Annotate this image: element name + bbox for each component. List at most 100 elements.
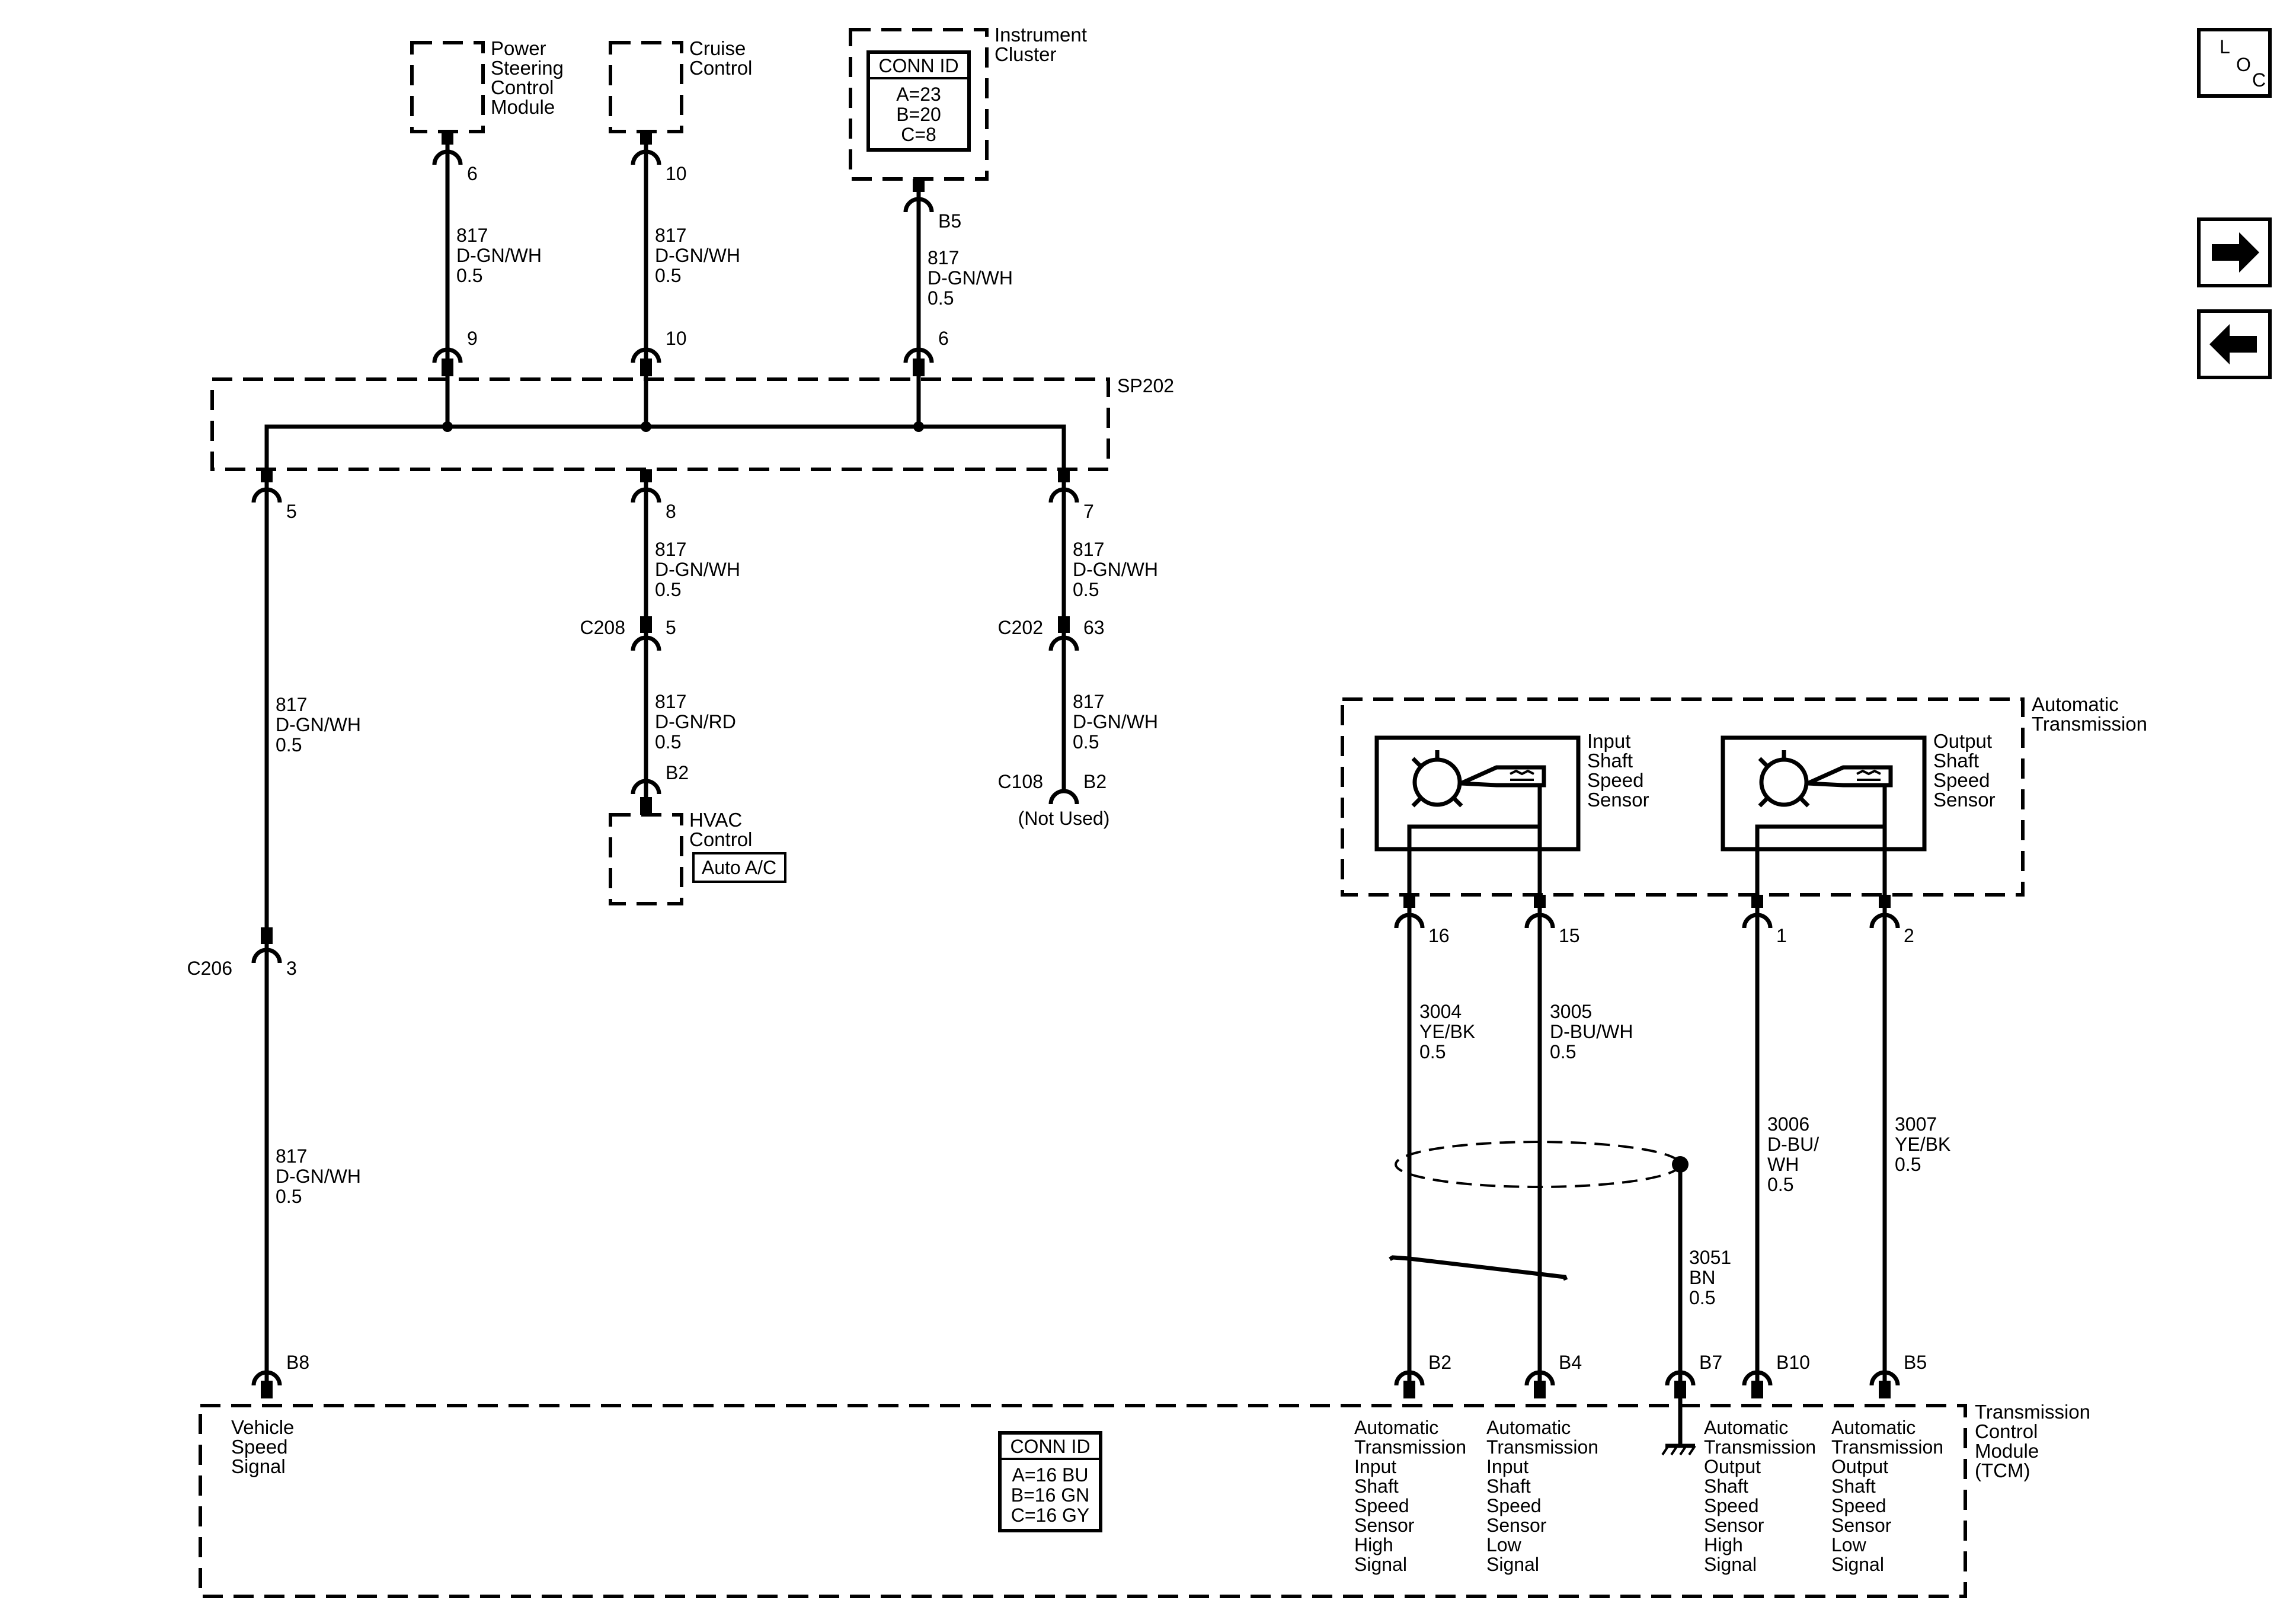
power-steering-label-2: Steering	[491, 57, 564, 79]
tcm-box	[199, 1404, 1967, 1598]
connector-cluster-bottom	[903, 347, 934, 376]
tcm-func-input-low: Automatic Transmission Input Shaft Speed…	[1486, 1417, 1598, 1575]
connector-ps-top	[432, 132, 463, 165]
wire-3005-color: D-BU/WH	[1550, 1021, 1633, 1042]
previous-page-button[interactable]	[2197, 309, 2272, 379]
hvac-control-box	[609, 813, 683, 905]
svg-text:Low: Low	[1831, 1534, 1867, 1555]
c108-name: C108	[998, 771, 1044, 792]
wire-3007-circuit: 3007	[1895, 1113, 1937, 1135]
tcm-conn-id-box	[998, 1431, 1102, 1532]
pin-tcm-b7: B7	[1699, 1352, 1722, 1373]
input-sensor-label-3: Speed	[1587, 769, 1643, 791]
connector-c208	[631, 616, 661, 651]
input-sensor-label-4: Sensor	[1587, 789, 1649, 811]
svg-text:Signal: Signal	[1831, 1554, 1884, 1575]
svg-text:Sensor: Sensor	[1704, 1515, 1764, 1536]
cluster-conn-id-b: B=20	[896, 104, 941, 125]
pin-tcm-b8: B8	[286, 1352, 309, 1373]
input-sensor-label-1: Input	[1587, 730, 1630, 752]
loc-button[interactable]: L O C	[2197, 28, 2272, 98]
wire-cruise-circuit: 817	[655, 225, 686, 246]
wire-left-upper-circuit: 817	[276, 694, 307, 715]
auto-trans-label-1: Automatic	[2032, 693, 2119, 715]
wire-mid-upper-circuit: 817	[655, 539, 686, 560]
svg-text:Automatic: Automatic	[1704, 1417, 1788, 1438]
c108-not-used: (Not Used)	[1018, 808, 1110, 829]
hvac-label-2: Control	[689, 828, 752, 850]
tcm-func-input-high: Automatic Transmission Input Shaft Speed…	[1354, 1417, 1466, 1575]
svg-text:Speed: Speed	[1831, 1495, 1886, 1516]
output-sensor-icon	[1758, 750, 1893, 808]
svg-text:High: High	[1704, 1534, 1743, 1555]
wire-left-upper-size: 0.5	[276, 734, 302, 756]
output-sensor-label-4: Sensor	[1933, 789, 1996, 811]
svg-text:Sensor: Sensor	[1831, 1515, 1892, 1536]
hvac-option-box	[692, 852, 786, 883]
tcm-label-3: Module	[1975, 1440, 2039, 1462]
svg-text:Output: Output	[1704, 1456, 1761, 1477]
input-speed-sensor-box	[1374, 735, 1581, 852]
connector-hvac-b2	[631, 779, 661, 815]
svg-text:Automatic: Automatic	[1486, 1417, 1571, 1438]
svg-text:Transmission: Transmission	[1704, 1436, 1816, 1458]
wire-3051-size: 0.5	[1689, 1287, 1715, 1308]
cruise-control-box	[609, 41, 683, 133]
svg-text:Transmission: Transmission	[1486, 1436, 1598, 1458]
pin-at-2: 2	[1904, 925, 1914, 946]
svg-text:Input: Input	[1486, 1456, 1528, 1477]
cruise-control-label-2: Control	[689, 57, 752, 79]
tcm-conn-id-c: C=16 GY	[1011, 1505, 1090, 1526]
pin-cluster-bottom: 6	[938, 328, 949, 349]
svg-text:Signal: Signal	[1354, 1554, 1407, 1575]
next-page-button[interactable]	[2197, 217, 2272, 287]
connector-c202	[1048, 616, 1079, 651]
wire-3004-circuit: 3004	[1419, 1001, 1462, 1022]
cruise-control-label-1: Cruise	[689, 37, 746, 59]
wire-3006-color-b: WH	[1767, 1154, 1799, 1175]
hvac-option: Auto A/C	[702, 857, 776, 878]
pin-at-15: 15	[1559, 925, 1580, 946]
c208-name: C208	[580, 617, 626, 638]
output-speed-sensor-box	[1721, 735, 1927, 852]
c202-pin: 63	[1083, 617, 1105, 638]
connector-c108	[1048, 789, 1079, 805]
svg-text:Output: Output	[1831, 1456, 1888, 1477]
svg-text:Signal: Signal	[1486, 1554, 1539, 1575]
pin-tcm-b4: B4	[1559, 1352, 1582, 1373]
connector-ps-bottom	[432, 347, 463, 376]
wire-cruise-color: D-GN/WH	[655, 245, 740, 266]
wire-right-upper-circuit: 817	[1073, 539, 1104, 560]
wire-3005-size: 0.5	[1550, 1041, 1576, 1062]
svg-text:Transmission: Transmission	[1354, 1436, 1466, 1458]
c206-name: C206	[187, 958, 233, 979]
wire-left-upper-color: D-GN/WH	[276, 714, 361, 735]
wire-cruise-size: 0.5	[655, 265, 681, 286]
wire-3006-size: 0.5	[1767, 1174, 1793, 1195]
wire-mid-upper-color: D-GN/WH	[655, 559, 740, 580]
c206-pin: 3	[286, 958, 297, 979]
wire-ps-circuit: 817	[456, 225, 488, 246]
arrow-left-icon	[2209, 324, 2257, 364]
tcm-func-output-low: Automatic Transmission Output Shaft Spee…	[1831, 1417, 1943, 1575]
pin-sp-left: 5	[286, 501, 297, 522]
power-steering-label-4: Module	[491, 96, 555, 118]
svg-text:Low: Low	[1486, 1534, 1522, 1555]
hvac-label-1: HVAC	[689, 809, 742, 831]
wire-ps-size: 0.5	[456, 265, 482, 286]
automatic-transmission-box	[1341, 697, 2025, 897]
tcm-vss-3: Signal	[231, 1455, 286, 1477]
svg-text:Speed: Speed	[1486, 1495, 1542, 1516]
svg-text:Speed: Speed	[1704, 1495, 1759, 1516]
splice-bus	[264, 424, 1066, 469]
wire-right-lower-size: 0.5	[1073, 731, 1099, 753]
wire-left-lower-color: D-GN/WH	[276, 1166, 361, 1187]
tcm-func-output-high: Automatic Transmission Output Shaft Spee…	[1704, 1417, 1816, 1575]
cluster-conn-id-a: A=23	[896, 84, 941, 105]
svg-text:Shaft: Shaft	[1831, 1475, 1876, 1497]
wire-3007-color: YE/BK	[1895, 1134, 1950, 1155]
input-sensor-label-2: Shaft	[1587, 750, 1633, 772]
connector-cluster-top	[903, 179, 934, 213]
pin-cruise-bottom: 10	[666, 328, 687, 349]
